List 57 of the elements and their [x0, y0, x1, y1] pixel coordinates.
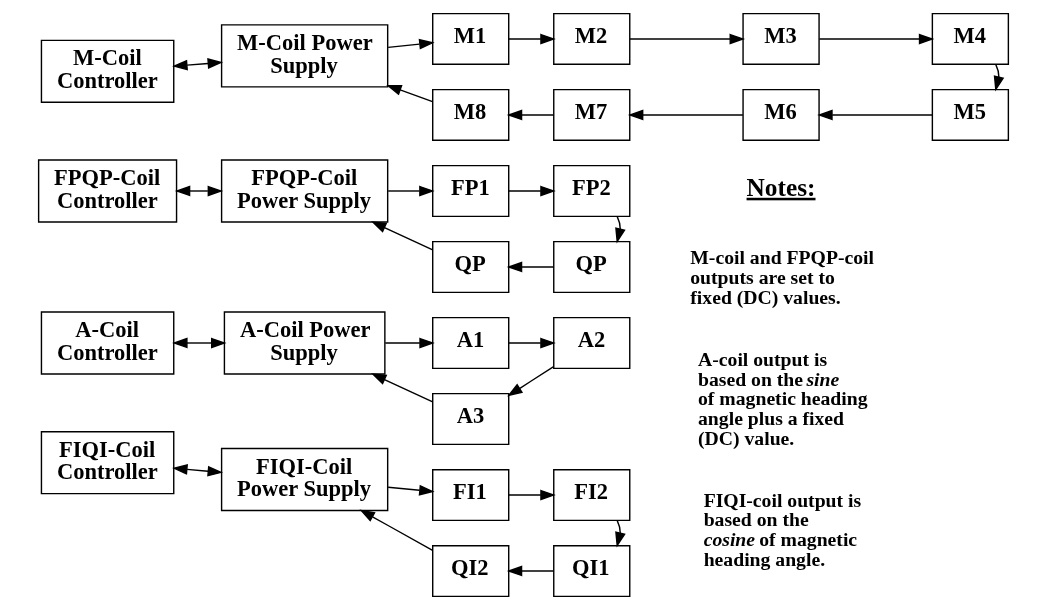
node-box: FPQP-Coil Controller: [37, 159, 177, 223]
node-box: FP2: [552, 164, 630, 218]
arrow: [171, 464, 223, 477]
node-box: A3: [431, 392, 509, 446]
arrow: [370, 221, 433, 251]
node-box: FP1: [431, 164, 509, 218]
node-box: M2: [552, 12, 630, 66]
node-box: FI2: [552, 468, 630, 522]
node-box: M-Coil Controller: [40, 39, 174, 104]
node-box: FPQP-Coil Power Supply: [220, 159, 388, 223]
node-box: FIQI-Coil Power Supply: [220, 447, 388, 512]
arrow: [614, 215, 626, 244]
arrow: [506, 565, 554, 577]
arrow: [506, 365, 554, 397]
node-box: M5: [931, 88, 1009, 142]
arrow: [384, 337, 435, 349]
node-box: QP: [552, 240, 630, 294]
arrow: [385, 84, 433, 103]
node-box: M4: [931, 12, 1009, 66]
arrow: [506, 261, 554, 273]
node-box: QP: [431, 240, 509, 294]
node-box: A-Coil Controller: [40, 311, 174, 375]
node-box: M8: [431, 88, 509, 142]
node-box: A1: [431, 316, 509, 370]
arrow: [628, 33, 745, 45]
arrow: [614, 519, 626, 548]
arrow: [818, 33, 934, 45]
arrow: [507, 337, 556, 349]
arrow: [386, 38, 435, 50]
arrow: [386, 185, 435, 197]
arrow: [171, 337, 226, 349]
arrow: [174, 185, 223, 197]
node-box: A2: [552, 316, 630, 370]
arrow: [507, 185, 556, 197]
node-box: M7: [552, 88, 630, 142]
node-box: M-Coil Power Supply: [220, 24, 388, 88]
label: M-coil and FPQP-coil outputs are set to fixed (DC) values.: [689, 246, 874, 308]
label: A-coil output is based on the sine of magnetic heading angle plus a fixed (DC) value.: [697, 347, 868, 449]
arrow: [506, 109, 554, 121]
arrow: [171, 58, 223, 71]
node-box: M1: [431, 12, 509, 66]
node-box: A-Coil Power Supply: [223, 311, 386, 375]
arrow: [370, 373, 433, 403]
arrow: [507, 33, 556, 45]
label: Notes:: [746, 172, 816, 201]
node-box: FI1: [431, 468, 509, 522]
arrow: [386, 484, 435, 496]
node-box: M3: [741, 12, 820, 66]
node-box: QI2: [431, 544, 509, 598]
node-box: QI1: [552, 544, 630, 598]
node-box: M6: [741, 88, 820, 142]
label: FIQI-coil output is based on the cosine of magnetic heading angle.: [703, 488, 861, 570]
arrow: [816, 109, 933, 121]
arrow: [627, 109, 744, 121]
arrow: [358, 509, 433, 552]
node-box: FIQI-Coil Controller: [40, 430, 174, 495]
arrow: [507, 489, 556, 501]
